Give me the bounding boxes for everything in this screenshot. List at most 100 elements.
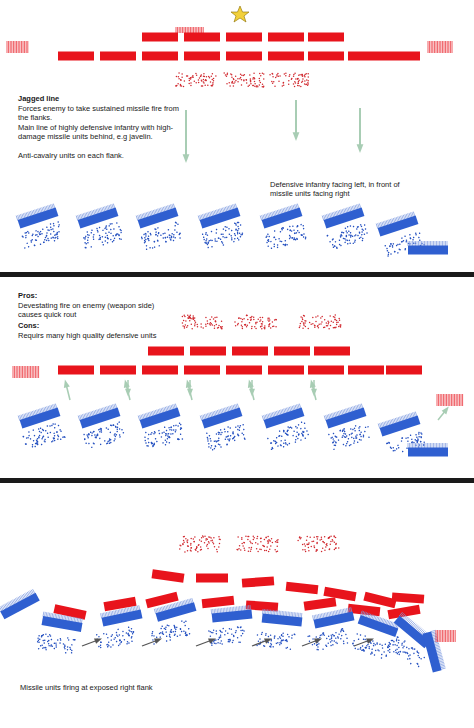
movement-arrow [185, 110, 187, 158]
infantry-block [242, 576, 275, 587]
infantry-block [142, 52, 178, 61]
arrow-head [124, 380, 130, 388]
arrow-head [187, 389, 193, 397]
infantry-block [348, 366, 384, 375]
infantry-block [142, 366, 178, 375]
infantry-block [286, 582, 319, 594]
missile-unit [236, 535, 278, 552]
blue-defensive-unit [260, 203, 302, 228]
blue-defensive-unit [101, 605, 143, 627]
infantry-block [392, 592, 425, 603]
infantry-block [308, 366, 344, 375]
spear-unit [7, 41, 28, 53]
blue-defensive-unit [16, 203, 58, 228]
blue-defensive-unit [18, 403, 60, 428]
arrow-head [64, 380, 70, 388]
missile-unit [35, 632, 75, 655]
missile-unit [223, 72, 264, 87]
missile-unit [307, 627, 349, 652]
arrow-head [208, 638, 216, 643]
note-text: Requirs many high quality defensive unit… [18, 331, 168, 340]
blue-defensive-unit [324, 403, 366, 428]
infantry-block [304, 597, 337, 610]
arrow-head [154, 638, 162, 643]
arrow-head [357, 144, 364, 153]
infantry-block [386, 366, 422, 375]
missile-unit [351, 632, 393, 661]
infantry-block [58, 52, 94, 61]
blue-defensive-unit [154, 598, 196, 622]
blue-defensive-unit [408, 241, 448, 255]
infantry-block [308, 33, 344, 42]
general-star [231, 6, 249, 22]
missile-unit [95, 625, 136, 650]
missile-unit [175, 72, 216, 87]
note-text: Cons: [18, 321, 168, 330]
blue-defensive-unit [378, 411, 420, 436]
arrow-head [183, 154, 190, 163]
infantry-block [274, 347, 310, 356]
missile-unit [179, 535, 221, 552]
blue-defensive-unit [211, 605, 252, 623]
arrow-head [314, 638, 322, 643]
panel-divider [0, 272, 474, 277]
spear-unit [436, 630, 455, 642]
arrow-head [186, 380, 192, 388]
blue-defensive-unit [358, 611, 400, 637]
arrow-head [125, 389, 131, 397]
infantry-block [152, 569, 185, 582]
arrow-head [248, 380, 254, 388]
infantry-block [268, 366, 304, 375]
infantry-block [226, 33, 262, 42]
arrow-head [310, 380, 316, 388]
spear-unit [13, 366, 39, 378]
blue-defensive-unit [313, 607, 355, 629]
panel-divider [0, 478, 474, 483]
note-text: Pros: [18, 291, 168, 300]
blue-defensive-unit [376, 211, 418, 236]
missile-unit [297, 535, 339, 552]
infantry-block [268, 33, 304, 42]
blue-defensive-unit [76, 203, 118, 228]
infantry-block [314, 347, 350, 356]
arrow-head [264, 638, 272, 643]
note-text: Jagged line [18, 94, 188, 103]
infantry-block [142, 33, 178, 42]
infantry-block [100, 366, 136, 375]
spear-unit [176, 27, 203, 33]
missile-unit [234, 314, 277, 329]
infantry-block [202, 596, 235, 608]
blue-defensive-unit [262, 609, 303, 627]
infantry-block [363, 592, 396, 608]
missile-unit [149, 619, 191, 646]
infantry-block [226, 52, 262, 61]
blue-defensive-unit [262, 403, 304, 428]
infantry-block [148, 347, 184, 356]
missile-unit [256, 630, 296, 651]
missile-unit [208, 626, 246, 647]
infantry-block [184, 33, 220, 42]
spear-unit [437, 394, 463, 406]
note-text: Anti-cavalry units on each flank. [18, 151, 188, 160]
arrow-head [249, 389, 255, 397]
note-text: Forces enemy to take sustained missile f… [18, 104, 188, 123]
infantry-block [268, 52, 304, 61]
note-text: Main line of highly defensive infantry w… [18, 123, 188, 142]
movement-arrow [359, 108, 361, 148]
blue-defensive-unit [198, 203, 240, 228]
arrow-head [442, 407, 449, 415]
missile-unit [269, 72, 309, 87]
blue-defensive-unit [200, 403, 242, 428]
arrow-head [311, 389, 317, 397]
arrow-head [293, 132, 300, 141]
missile-unit [182, 314, 223, 329]
blue-defensive-unit [136, 203, 178, 228]
note-text: Defensive infantry facing left, in front… [270, 180, 420, 199]
infantry-block [196, 574, 228, 583]
infantry-block [348, 52, 384, 61]
blue-defensive-unit [138, 403, 180, 428]
infantry-block [384, 52, 420, 61]
infantry-block [184, 52, 220, 61]
blue-defensive-unit [408, 443, 448, 457]
blue-defensive-unit [322, 203, 364, 228]
